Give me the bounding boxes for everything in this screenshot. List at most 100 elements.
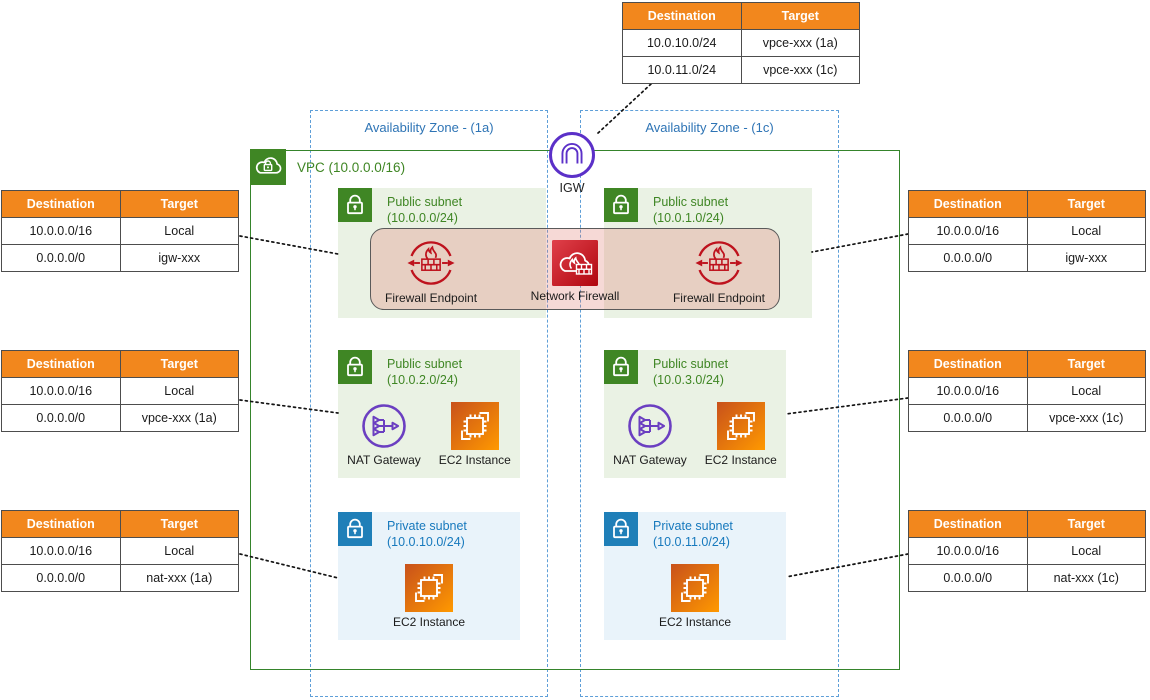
route-target-cell: vpce-xxx (1a) [740, 30, 860, 56]
az-1a-label: Availability Zone - (1a) [364, 120, 494, 135]
route-target-cell: Local [119, 218, 239, 244]
subnet-name: Public subnet [653, 357, 729, 371]
route-table-row: 0.0.0.0/0 vpce-xxx (1c) [909, 404, 1145, 431]
subnet-name: Public subnet [653, 195, 729, 209]
route-destination-cell: 0.0.0.0/0 [36, 251, 86, 265]
ec2-group: EC2 Instance [439, 402, 511, 467]
route-target-cell: nat-xxx (1c) [1026, 565, 1146, 591]
route-table-header-cell: Destination [909, 351, 1027, 377]
ec2-label: EC2 Instance [658, 615, 732, 629]
route-table-header-cell: Target [1026, 511, 1145, 537]
subnet-public-1c-firewall: Public subnet(10.0.1.0/24) [604, 188, 812, 318]
route-destination-cell: 0.0.0.0/0 [36, 411, 86, 425]
route-destination-cell: 10.0.0.0/16 [29, 544, 93, 558]
public-subnet-lock-icon [338, 188, 372, 222]
subnet-public-1a: Public subnet(10.0.2.0/24) NAT Gateway EC2… [338, 350, 520, 478]
route-table-row: 0.0.0.0/0 nat-xxx (1c) [909, 564, 1145, 591]
route-table-row: 0.0.0.0/0 igw-xxx [2, 244, 238, 271]
route-target-cell: nat-xxx (1a) [119, 565, 239, 591]
subnet-items: EC2 Instance [604, 564, 786, 629]
public-subnet-lock-icon [604, 188, 638, 222]
nat-group: NAT Gateway [347, 402, 421, 467]
private-subnet-lock-icon [604, 512, 638, 546]
subnet-cidr: (10.0.11.0/24) [653, 534, 730, 549]
route-target-cell: igw-xxx [119, 245, 239, 271]
internet-gateway-icon [547, 130, 597, 180]
network-firewall-group: Network Firewall [530, 239, 620, 303]
subnet-cidr: (10.0.2.0/24) [387, 372, 458, 387]
route-destination-cell: 10.0.0.0/16 [936, 384, 1000, 398]
route-table-header-cell: Target [740, 3, 859, 29]
private-subnet-lock-icon [338, 512, 372, 546]
route-destination-cell: 10.0.0.0/16 [936, 544, 1000, 558]
firewall-endpoint-1c-group: Firewall Endpoint [673, 238, 765, 305]
route-table-header-cell: Destination [909, 191, 1027, 217]
subnet-cidr: (10.0.10.0/24) [387, 534, 465, 549]
subnet-name: Private subnet [387, 519, 467, 533]
nat-icon [626, 402, 674, 450]
route-table-header-cell: Target [119, 191, 238, 217]
route-destination-cell: 10.0.0.0/16 [29, 384, 93, 398]
route-destination-cell: 10.0.0.0/16 [29, 224, 93, 238]
ec2-icon [716, 402, 765, 450]
ec2-icon [404, 564, 453, 612]
route-destination-cell: 10.0.10.0/24 [646, 36, 717, 50]
network-firewall-icon [552, 239, 598, 286]
route-table-row: 10.0.0.0/16 Local [909, 537, 1145, 564]
vpc-label-group: VPC (10.0.0.0/16) [250, 149, 405, 185]
ec2-label: EC2 Instance [392, 615, 466, 629]
route-target-cell: vpce-xxx (1c) [1026, 405, 1146, 431]
nat-label: NAT Gateway [613, 453, 687, 467]
nat-label: NAT Gateway [347, 453, 421, 467]
route-destination-cell: 0.0.0.0/0 [943, 571, 993, 585]
route-target-cell: vpce-xxx (1a) [119, 405, 239, 431]
internet-gateway: IGW [547, 130, 597, 195]
route-destination-cell: 0.0.0.0/0 [36, 571, 86, 585]
route-table-header-cell: Target [119, 511, 238, 537]
subnet-items: EC2 Instance [338, 564, 520, 629]
subnet-items: NAT Gateway EC2 Instance [604, 402, 786, 467]
firewall-endpoint-icon [694, 238, 744, 288]
az-1c-label: Availability Zone - (1c) [645, 120, 774, 135]
route-table-header-cell: Destination [623, 3, 741, 29]
network-firewall-band: Firewall Endpoint Network Firewall Firew… [370, 228, 780, 310]
firewall-endpoint-label: Firewall Endpoint [385, 290, 478, 305]
route-table-header-cell: Target [119, 351, 238, 377]
subnet-label: Public subnet(10.0.3.0/24) [653, 357, 728, 388]
subnet-label: Private subnet(10.0.11.0/24) [653, 519, 733, 550]
route-target-cell: Local [1026, 378, 1146, 404]
subnet-cidr: (10.0.1.0/24) [653, 210, 724, 225]
subnet-label: Public subnet(10.0.1.0/24) [653, 195, 728, 226]
route-destination-cell: 0.0.0.0/0 [943, 251, 993, 265]
subnet-label: Private subnet(10.0.10.0/24) [387, 519, 467, 550]
subnet-name: Public subnet [387, 357, 463, 371]
vpc-icon [250, 149, 286, 185]
nat-icon [360, 402, 408, 450]
route-table-header-cell: Destination [2, 351, 120, 377]
route-destination-cell: 0.0.0.0/0 [943, 411, 993, 425]
igw-label: IGW [559, 181, 585, 195]
route-table-row: 10.0.0.0/16 Local [2, 217, 238, 244]
route-target-cell: Local [1026, 538, 1146, 564]
subnet-public-1c: Public subnet(10.0.3.0/24) NAT Gateway EC2… [604, 350, 786, 478]
route-table-header-cell: Target [1026, 191, 1145, 217]
network-firewall-label: Network Firewall [530, 288, 620, 303]
ec2-label: EC2 Instance [704, 453, 777, 467]
ec2-group: EC2 Instance [393, 564, 465, 629]
subnet-label: Public subnet(10.0.0.0/24) [387, 195, 462, 226]
public-subnet-lock-icon [604, 350, 638, 384]
public-subnet-lock-icon [338, 350, 372, 384]
